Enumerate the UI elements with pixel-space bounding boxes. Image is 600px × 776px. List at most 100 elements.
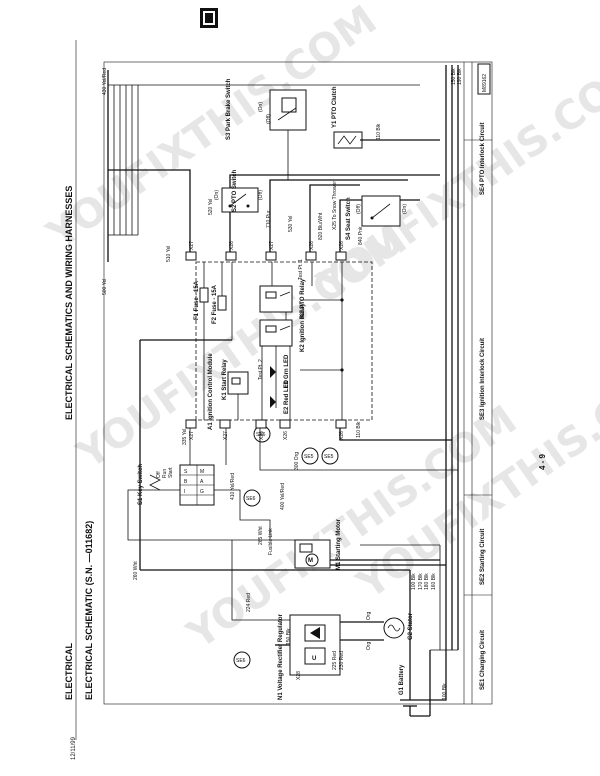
component-label: F1 Fuse - 15A	[194, 280, 200, 320]
svg-text:G: G	[200, 489, 204, 495]
fuse-f2	[217, 262, 227, 311]
figure-id: M89162	[482, 74, 488, 92]
component-label: N1 Voltage Rectifier Regulator	[278, 613, 284, 700]
svg-text:SE6: SE6	[236, 658, 246, 664]
connector-label: X27	[269, 241, 275, 250]
component-label: S4 Seat Switch	[346, 197, 352, 240]
pto-clutch-y1	[333, 131, 440, 149]
test-point-label: Test Pt. 1	[298, 259, 304, 280]
rectifier-regulator-n1: U	[275, 614, 341, 676]
connector-label: X26	[229, 241, 235, 250]
component-label: K3 PTO Relay	[300, 278, 306, 318]
wire-label: 510 Yel	[166, 246, 172, 262]
wire-label: 110 Blk	[376, 123, 382, 140]
switch-state: (Off)	[258, 190, 264, 200]
connector-label: X28	[296, 671, 302, 680]
section-header: ELECTRICAL	[64, 643, 74, 700]
component-label: K1 Start Relay	[222, 359, 228, 400]
wire-label: 190 Blk	[457, 68, 463, 85]
wire-label: 840 Pnk	[358, 226, 364, 245]
svg-text:SE6: SE6	[246, 496, 256, 502]
wire-label: 710 Pur	[266, 210, 272, 228]
diagram-frame	[103, 61, 493, 705]
switch-state: (On)	[402, 204, 408, 214]
component-label: Y1 PTO Clutch	[332, 86, 338, 128]
component-label: E2 Red LED	[284, 379, 290, 414]
connector-label: X26	[259, 431, 265, 440]
wire-label: 224 Red	[246, 593, 252, 612]
wire-label: 400 Yel/Red	[280, 483, 286, 510]
wire-label: 170 Blk	[418, 573, 424, 590]
circuit-label: SE1 Charging Circuit	[480, 630, 486, 690]
wire-label: 500 Yel	[102, 279, 108, 295]
component-label: S2 PTO Switch	[232, 169, 238, 212]
svg-text:I: I	[184, 489, 185, 495]
fuse-f1	[199, 262, 209, 330]
wire-label: 110 Blk	[356, 421, 362, 438]
battery-g1	[400, 650, 431, 717]
component-label: S3 Park Brake Switch	[226, 78, 232, 140]
pto-switch-s2	[221, 187, 259, 213]
component-label: M1 Starting Motor	[336, 518, 342, 570]
pto-relay-k3	[259, 285, 293, 313]
connector-label: X26	[283, 431, 289, 440]
circuit-label: SE2 Starting Circuit	[480, 529, 486, 585]
connector-row	[185, 251, 347, 429]
fusible-link-label: Fusible Link	[268, 528, 274, 555]
wire-label: 335 Yel	[182, 429, 188, 445]
connector-label: X26	[339, 241, 345, 250]
key-position: Off	[156, 471, 162, 478]
svg-text:U: U	[312, 656, 316, 662]
wire-label: 225 Red	[332, 651, 338, 670]
seat-switch-s4	[361, 195, 401, 227]
starting-motor-m1: M	[294, 539, 331, 569]
circuit-label: SE3 Ignition Interlock Circuit	[480, 338, 486, 420]
svg-text:A: A	[200, 479, 204, 485]
connector-label: X26	[309, 241, 315, 250]
connector-label: X26	[339, 431, 345, 440]
wire-label: 410 Yel/Red	[230, 473, 236, 500]
green-led-e1	[270, 366, 277, 378]
wire-label: 150 Blk	[286, 628, 292, 645]
page-number: 4 - 9	[538, 453, 547, 470]
switch-state: (On)	[214, 190, 220, 200]
component-label: F2 Fuse - 15A	[212, 284, 218, 324]
wire-label: 160 Blk	[431, 573, 437, 590]
connector-label: X25 To Snow Thrower	[332, 181, 338, 230]
wire-label: 230 Red	[339, 651, 345, 670]
wire-label: 430 Yel/Red	[102, 68, 108, 95]
figure-id-box	[477, 63, 491, 95]
se-reference-circles: SE6 SE6 SE5 SE5 SE6	[233, 425, 339, 669]
key-position: Start	[168, 467, 174, 478]
circuit-label: SE4 PTO Interlock Circuit	[480, 122, 486, 195]
header-title: ELECTRICAL SCHEMATICS AND WIRING HARNESS…	[64, 186, 74, 420]
component-label: S1 Key Switch	[138, 464, 144, 505]
component-label: G2 Stator	[408, 612, 414, 640]
wire-label: 530 Yel	[288, 216, 294, 232]
schematic-title: ELECTRICAL SCHEMATIC (S.N. —011682)	[84, 521, 94, 700]
svg-text:B: B	[184, 479, 188, 485]
ignition-relay-k2	[259, 319, 293, 347]
test-point-label: Test Pt. 2	[258, 359, 264, 380]
connector-label: X27	[189, 431, 195, 440]
date: 12/11/99	[71, 736, 77, 760]
svg-text:M: M	[308, 558, 313, 564]
stator-g2	[340, 617, 405, 641]
svg-text:SE5: SE5	[304, 454, 314, 460]
svg-text:S: S	[184, 469, 188, 475]
wire-label: Org	[366, 641, 372, 650]
wire-label: 265 Wht	[258, 526, 264, 545]
component-label: G1 Battery	[399, 664, 405, 695]
red-led-e2	[270, 396, 277, 408]
component-label: K2 Ignition Relay	[300, 303, 306, 352]
watermark: YOUFIXTHIS.COM	[309, 47, 600, 309]
wire-label: Org	[366, 611, 372, 620]
wire-label: 820 Blu/Wht	[318, 212, 324, 240]
switch-state: (Off)	[356, 204, 362, 214]
component-label: A1 Ignition Control Module	[208, 353, 214, 430]
svg-text:M: M	[200, 469, 204, 475]
switch-state: (On)	[258, 102, 264, 112]
battery-logo-icon	[200, 8, 218, 28]
svg-text:SE6: SE6	[256, 432, 266, 438]
